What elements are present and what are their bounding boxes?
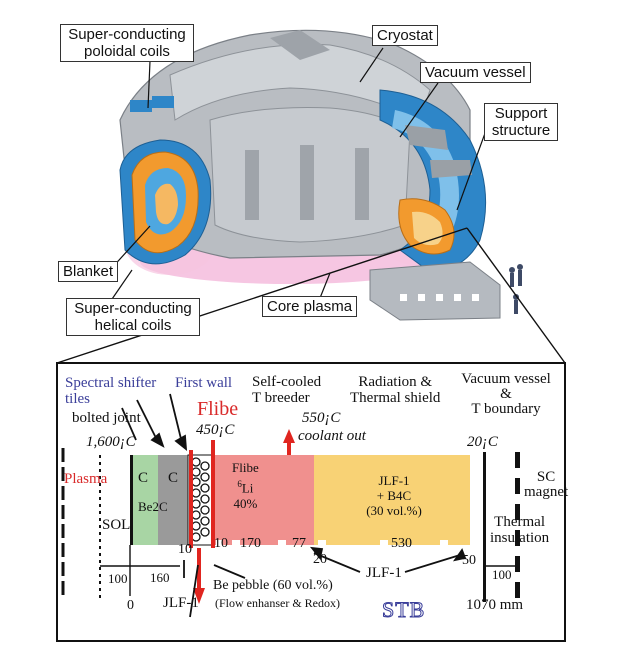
text-radiation-line2: Thermal shield: [350, 390, 441, 406]
text-self-cooled-line1: Self-cooled: [252, 374, 322, 390]
text-be-pebble: Be pebble (60 vol.%): [213, 578, 333, 593]
text-sc-magnet-line2: magnet: [524, 484, 569, 500]
dim-0: 0: [127, 598, 134, 613]
support-base: [369, 261, 501, 321]
text-sc-magnet: SC magnet: [524, 470, 568, 500]
text-flibe-box: Flibe 6Li 40%: [232, 460, 259, 512]
label-sc-poloidal-line2: poloidal coils: [84, 43, 170, 60]
dim-20: 20: [313, 552, 327, 567]
label-support-line1: Support: [494, 105, 548, 122]
label-vacuum-vessel-text: Vacuum vessel: [425, 64, 526, 81]
label-cryostat: Cryostat: [372, 25, 438, 46]
text-plasma: Plasma: [64, 471, 108, 487]
text-jlf-box-line1: JLF-1: [378, 473, 410, 488]
text-c1: C: [138, 470, 149, 486]
label-blanket: Blanket: [58, 261, 119, 282]
text-spectral-line2: tiles: [65, 391, 90, 407]
text-thermal-line2: insulation: [490, 530, 550, 546]
tile-layer: [158, 455, 188, 545]
dim-10b: 10: [214, 536, 228, 551]
text-spectral-shifter: Spectral shifter tiles: [65, 375, 156, 407]
label-sc-poloidal-line1: Super-conducting: [68, 26, 186, 43]
be2c-layer: [133, 455, 158, 545]
jlf-shield-layer: [314, 455, 470, 545]
text-jlf-box-line2: + B4C: [376, 488, 412, 503]
dim-50: 50: [462, 553, 476, 568]
dim-77: 77: [292, 536, 306, 551]
label-core-plasma-text: Core plasma: [267, 298, 353, 315]
label-cryostat-text: Cryostat: [377, 27, 433, 44]
text-flibe-box-6: 6: [237, 479, 242, 489]
dim-160: 160: [150, 570, 170, 585]
dim-170: 170: [240, 536, 261, 551]
label-sc-poloidal-coils: Super-conducting poloidal coils: [60, 24, 194, 62]
text-vv-line3: T boundary: [471, 401, 541, 417]
wall-line: [130, 455, 133, 545]
text-flibe-box-line1: Flibe: [232, 460, 259, 475]
text-stb: STB: [381, 597, 426, 623]
text-self-cooled-line2: T breeder: [252, 390, 310, 406]
text-coolant-out: coolant out: [298, 428, 366, 444]
text-radiation-line1: Radiation &: [358, 374, 433, 390]
text-jlf-bottom-mid: JLF-1: [366, 565, 402, 581]
text-1070mm: 1070 mm: [466, 597, 524, 613]
sc-magnet-bar: [515, 452, 520, 468]
text-vv-line2: &: [500, 386, 512, 402]
text-jlf-box: JLF-1 + B4C (30 vol.%): [354, 473, 434, 518]
text-radiation-shield: Radiation & Thermal shield: [350, 374, 440, 406]
dim-100a: 100: [108, 571, 128, 586]
label-sc-helical-coils: Super-conducting helical coils: [66, 298, 200, 336]
text-flow-enhancer: (Flow enhanser & Redox): [215, 596, 340, 610]
text-temp-1600: 1,600¡C: [86, 434, 136, 450]
text-sol: SOL: [102, 517, 131, 533]
text-vv-line1: Vacuum vessel: [461, 371, 551, 387]
text-be2c: Be2C: [138, 499, 168, 514]
human-scale-figures: [509, 264, 523, 314]
label-support-line2: structure: [491, 122, 551, 139]
text-temp-450: 450¡C: [196, 422, 235, 438]
text-vv-t-boundary: Vacuum vessel & T boundary: [456, 372, 556, 417]
text-thermal-line1: Thermal: [494, 514, 545, 530]
flibe-flow-arrows: [189, 440, 291, 590]
label-core-plasma: Core plasma: [262, 296, 358, 317]
flibe-breeder-layer: [214, 455, 314, 545]
dim-100b: 100: [492, 567, 512, 582]
text-temp-20: 20¡C: [467, 434, 498, 450]
label-sc-helical-line1: Super-conducting: [74, 300, 192, 317]
text-self-cooled: Self-cooled T breeder: [252, 374, 321, 406]
be-pebbles: [191, 457, 210, 542]
text-flibe-box-line3: 40%: [233, 496, 258, 512]
label-vacuum-vessel: Vacuum vessel: [420, 62, 531, 83]
label-blanket-text: Blanket: [63, 263, 114, 280]
text-jlf-bottom-left: JLF-1: [163, 595, 199, 611]
text-jlf-box-line3: (30 vol.%): [366, 503, 422, 518]
text-spectral-line1: Spectral shifter: [65, 375, 157, 391]
dim-10a: 10: [178, 542, 192, 557]
text-first-wall: First wall: [175, 375, 233, 391]
vacuum-vessel-line: [483, 452, 486, 602]
text-thermal-insulation: Thermal insulation: [490, 514, 549, 546]
dim-530: 530: [391, 536, 412, 551]
text-flibe-box-li: Li: [241, 480, 254, 496]
text-flibe: Flibe: [197, 398, 239, 420]
text-sc-magnet-line1: SC: [536, 469, 556, 485]
label-support-structure: Support structure: [484, 103, 558, 141]
text-temp-550: 550¡C: [302, 410, 341, 426]
text-bolted-joint: bolted joint: [72, 410, 141, 426]
label-sc-helical-line2: helical coils: [94, 317, 172, 334]
text-c2: C: [168, 470, 179, 486]
right-coil-cutaway: [379, 89, 487, 273]
